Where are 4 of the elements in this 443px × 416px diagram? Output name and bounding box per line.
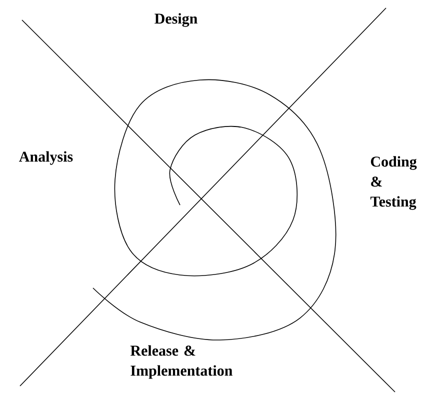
stage-label: Design <box>154 13 198 27</box>
stage-label: Coding & Testing <box>370 156 417 210</box>
stage-label: Analysis <box>19 151 73 165</box>
stage-label: Release & Implementation <box>130 345 232 379</box>
